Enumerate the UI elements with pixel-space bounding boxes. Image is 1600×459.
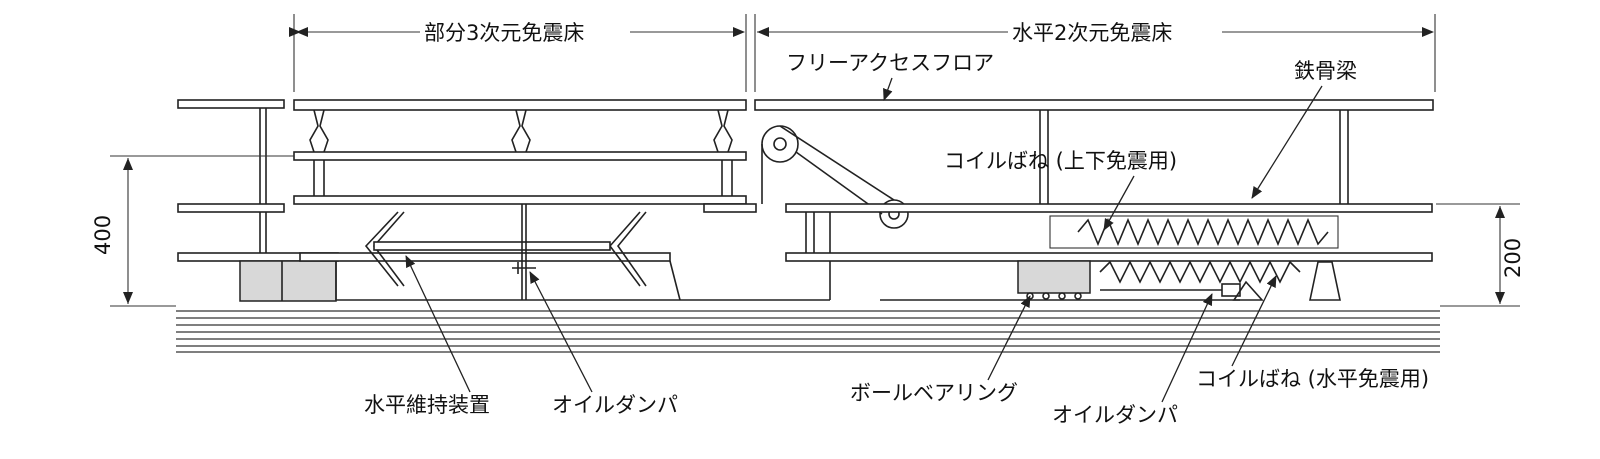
dimension-label-200: 200	[1501, 238, 1525, 278]
label-horizontal-holding-device: 水平維持装置	[364, 393, 490, 417]
dimension-200	[1436, 203, 1520, 307]
label-coil-spring-horizontal: コイルばね (水平免震用)	[1196, 367, 1429, 391]
label-coil-spring-vertical: コイルばね (上下免震用)	[944, 149, 1177, 173]
partial-3d-floor	[293, 99, 831, 301]
label-free-access-floor: フリーアクセスフロア	[786, 51, 994, 75]
label-steel-beam: 鉄骨梁	[1294, 59, 1357, 83]
label-oil-damper-right: オイルダンパ	[1052, 403, 1178, 427]
section-label-horizontal-2d: 水平2次元免震床	[1012, 21, 1172, 45]
ground-slab	[176, 310, 1440, 353]
section-label-partial-3d: 部分3次元免震床	[424, 21, 584, 45]
label-ball-bearing: ボールベアリング	[850, 381, 1018, 405]
dimension-400	[110, 155, 294, 307]
section-dimension-lines	[289, 14, 1436, 92]
label-oil-damper-left: オイルダンパ	[552, 393, 678, 417]
horizontal-2d-floor	[754, 99, 1434, 301]
dimension-label-400: 400	[91, 215, 115, 255]
